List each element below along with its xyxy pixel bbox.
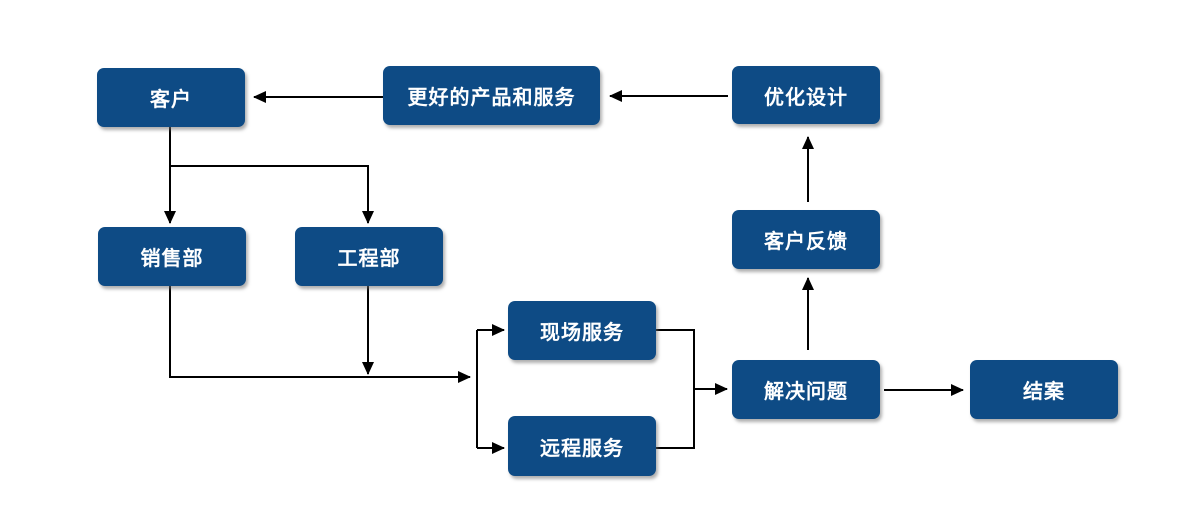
node-remote-service: 远程服务 [508,416,656,476]
node-onsite-service: 现场服务 [508,301,656,360]
node-better-products: 更好的产品和服务 [383,66,600,125]
node-case-closed: 结案 [970,360,1118,419]
node-engineering-dept: 工程部 [295,227,443,286]
edge-customer-to-engineering-dept [170,165,374,224]
node-customer: 客户 [97,68,245,127]
node-optimized-design: 优化设计 [732,66,880,124]
edge-sales-dept-to-service-split [169,286,471,383]
node-sales-dept: 销售部 [98,227,246,286]
node-solve-problem: 解决问题 [732,360,880,419]
edge-service-merge-rail [656,329,695,449]
node-customer-feedback: 客户反馈 [732,210,880,269]
